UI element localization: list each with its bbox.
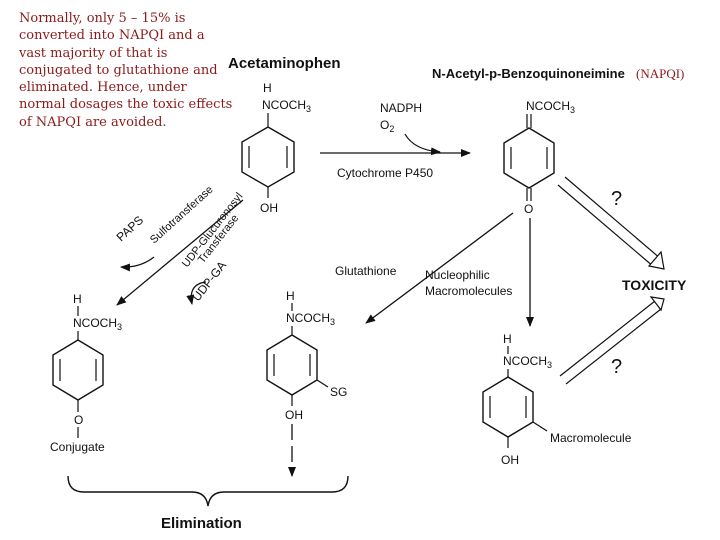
elimination-brace (67, 475, 349, 507)
conjugate-h: H (73, 292, 82, 306)
napqi-ncoch3: NCOCH3 (526, 99, 575, 115)
cyp450-label: Cytochrome P450 (337, 166, 433, 180)
paps-arrow (120, 256, 155, 272)
conjugation-arrow (116, 199, 244, 306)
toxicity-arrow-head-top (647, 250, 665, 270)
acetaminophen-label: Acetaminophen (228, 55, 341, 72)
gsh-oh: OH (285, 408, 303, 422)
nadph-label: NADPH (380, 101, 422, 115)
adduct-macromolecule: Macromolecule (550, 431, 632, 445)
adduct-ncoch3: NCOCH3 (503, 354, 552, 370)
cofactor-arrow (404, 133, 441, 156)
o2-label: O2 (380, 118, 394, 134)
nucleophilic-label: Nucleophilic (425, 268, 490, 282)
napqi-o: O (524, 202, 533, 216)
acetaminophen-ring (241, 126, 295, 188)
toxicity-arrow-head-bottom (649, 296, 665, 312)
gsh-h: H (286, 289, 295, 303)
macromolecules-label: Macromolecules (425, 284, 512, 298)
elimination-label: Elimination (161, 515, 242, 532)
gsh-ncoch3: NCOCH3 (286, 311, 335, 327)
napqi-name-label: N-Acetyl-p-Benzoquinoneimine (432, 66, 625, 81)
toxicity-label: TOXICITY (622, 277, 687, 293)
acetaminophen-ncoch3: NCOCH3 (262, 98, 311, 114)
udp-ga-arrow (186, 281, 207, 305)
glutathione-arrow (365, 212, 514, 324)
paps-label: PAPS (114, 213, 146, 244)
conjugate-o: O (74, 413, 83, 427)
acetaminophen-h: H (263, 81, 272, 95)
glutathione-label: Glutathione (335, 264, 397, 278)
gsh-sg: SG (330, 385, 347, 399)
udp-ga-label: UDP-GA (189, 258, 229, 303)
acetaminophen-oh: OH (260, 201, 278, 215)
adduct-h: H (503, 332, 512, 346)
question-mark-bottom: ? (611, 356, 622, 378)
explanation-note: Normally, only 5 – 15% is converted into… (19, 11, 233, 130)
napqi-ring (503, 127, 555, 189)
conjugate-ncoch3: NCOCH3 (73, 316, 122, 332)
question-mark-top: ? (611, 188, 622, 210)
adduct-oh: OH (501, 453, 519, 467)
napqi-abbreviation: (NAPQI) (636, 66, 685, 81)
conjugate-label: Conjugate (50, 440, 105, 454)
